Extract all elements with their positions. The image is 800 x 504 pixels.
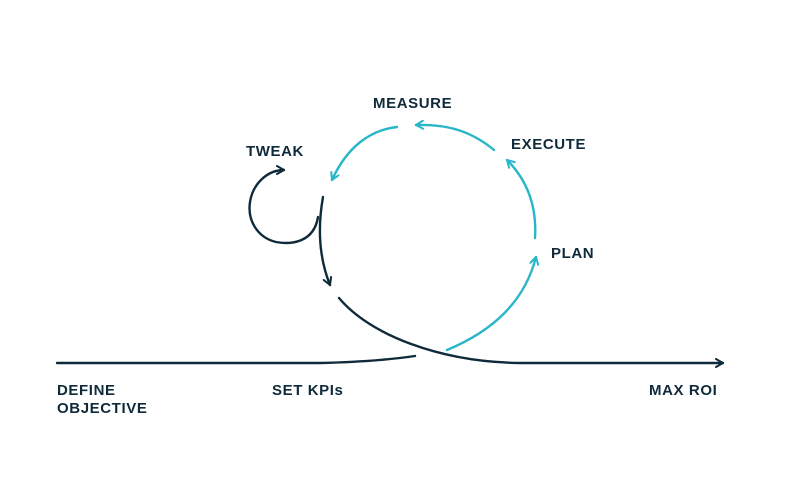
execute-label: EXECUTE — [511, 136, 587, 153]
measure-label: MEASURE — [373, 95, 453, 112]
max-roi-label: MAX ROI — [649, 382, 718, 399]
tweak-loop-arrow — [248, 165, 320, 245]
plan-arc-arrow — [445, 255, 540, 352]
baseline-left-path — [55, 354, 417, 365]
plan-label: PLAN — [551, 245, 595, 262]
define-label-line1: DEFINE — [57, 382, 116, 399]
set-kpis-label: SET KPIs — [272, 382, 344, 399]
measure-arc-arrow — [414, 119, 496, 152]
baseline-right-arrow — [337, 296, 725, 368]
tweak-arc-arrow — [330, 125, 399, 182]
execute-arc-arrow — [505, 158, 537, 240]
tweak-return-arrow — [318, 195, 333, 287]
define-label-line2: OBJECTIVE — [57, 400, 148, 417]
define-objective-label: DEFINE OBJECTIVE — [57, 382, 147, 418]
tweak-label: TWEAK — [246, 143, 304, 160]
